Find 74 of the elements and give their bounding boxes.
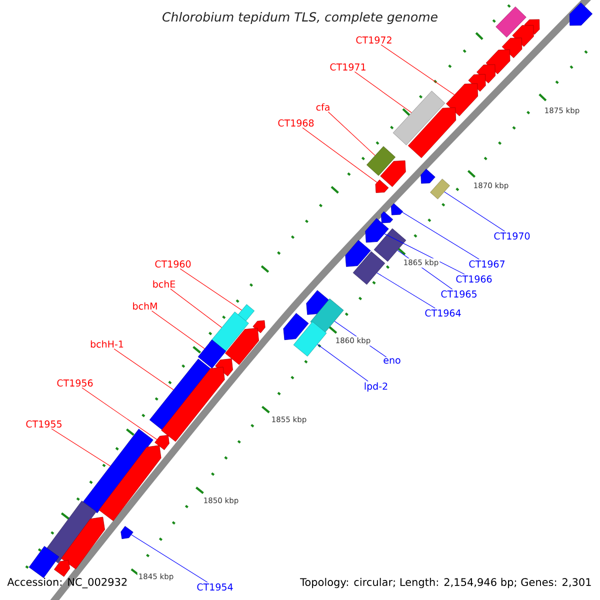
gene-block <box>283 313 309 340</box>
gene-block <box>570 2 593 26</box>
leader-line <box>354 72 412 113</box>
gene-block <box>161 366 225 442</box>
gene-label: CT1966 <box>456 275 492 283</box>
gene-label: CT1955 <box>26 420 62 428</box>
info-text: Topology: circular; Length: 2,154,946 bp; Genes: 2,301 <box>300 578 591 588</box>
gene-block <box>476 64 496 84</box>
gene-block <box>486 50 510 74</box>
gene-block <box>375 180 389 193</box>
gene-block <box>390 203 404 216</box>
gene-block <box>252 320 266 334</box>
gene-block <box>408 107 456 158</box>
gene-box <box>198 340 226 368</box>
gene-box <box>293 322 327 356</box>
gene-label: CT1972 <box>356 36 392 44</box>
leader-line <box>380 44 455 96</box>
gene-block <box>446 83 478 116</box>
gene-box <box>496 6 526 38</box>
leader-line <box>444 192 505 232</box>
leader-line <box>302 128 378 183</box>
gene-box <box>82 428 154 514</box>
gene-box <box>28 546 60 578</box>
leader-line <box>114 348 174 390</box>
gene-label: CT1970 <box>494 232 530 240</box>
title: Chlorobium tepidum TLS, complete genome <box>162 12 438 24</box>
gene-box <box>366 146 396 176</box>
gene-label: CT1956 <box>57 379 93 387</box>
gene-box <box>392 90 446 146</box>
gene-block <box>380 211 394 224</box>
leader-line <box>131 534 208 583</box>
gene-label: bchM <box>133 302 157 310</box>
gene-block <box>225 328 259 365</box>
gene-label: CT1965 <box>441 290 476 298</box>
gene-block <box>215 358 233 376</box>
info-text: Accession: NC_002932 <box>7 578 127 588</box>
gene-label: CT1967 <box>469 260 504 268</box>
gene-label: bchE <box>153 280 176 288</box>
gene-block <box>345 240 371 267</box>
gene-label: bchH-1 <box>90 340 124 348</box>
gene-label: cfa <box>316 103 330 111</box>
gene-block <box>98 445 162 522</box>
leader-line <box>170 288 222 328</box>
gene-block <box>120 526 134 540</box>
gene-block <box>306 290 330 315</box>
leader-line <box>376 272 436 309</box>
leader-line <box>328 112 376 156</box>
gene-box <box>430 178 450 200</box>
leader-line <box>384 234 465 274</box>
gene-block <box>154 434 170 450</box>
leader-line <box>51 428 110 466</box>
gene-label: CT1954 <box>197 583 233 591</box>
gene-block <box>61 516 105 570</box>
gene-label: eno <box>384 358 400 364</box>
gene-block <box>54 560 70 577</box>
gene-block <box>502 38 522 58</box>
gene-label: CT1964 <box>425 309 461 317</box>
leader-line <box>82 388 158 440</box>
gene-block <box>365 218 389 243</box>
leader-line <box>152 310 205 349</box>
gene-label: lpd-2 <box>364 382 388 392</box>
gene-label: CT1968 <box>278 119 314 127</box>
gene-box <box>352 251 386 285</box>
gene-block <box>468 74 486 92</box>
leader-line <box>317 344 368 382</box>
leader-line <box>180 268 242 310</box>
gene-block <box>380 160 406 187</box>
gene-label: CT1960 <box>155 260 191 268</box>
gene-box <box>310 298 344 334</box>
gene-box <box>237 304 255 322</box>
gene-block <box>420 168 436 184</box>
leader-line <box>402 212 480 260</box>
gene-label: CT1971 <box>330 63 366 71</box>
gene-block <box>512 25 534 47</box>
